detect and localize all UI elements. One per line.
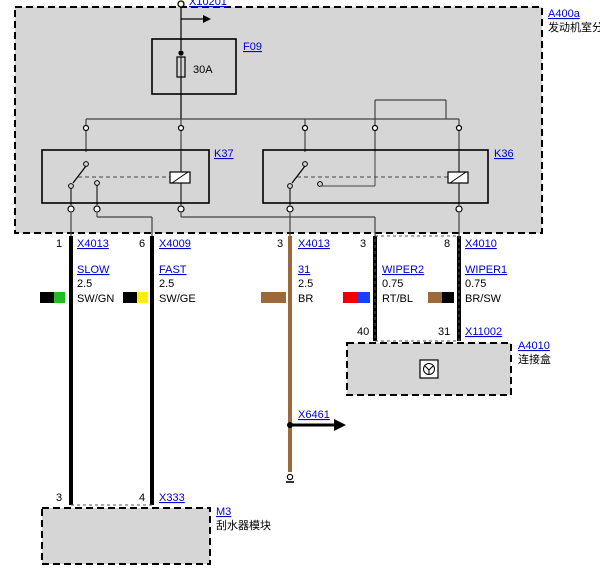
top-connector-pin bbox=[177, 0, 185, 8]
main-module-box bbox=[14, 6, 543, 234]
wire-wiper2-color-swatch bbox=[357, 292, 370, 303]
wire-slow-gauge: 2.5 bbox=[77, 278, 92, 290]
wire-wiper2-color-code: RT/BL bbox=[382, 293, 413, 305]
wire-ground-color-swatch bbox=[261, 292, 286, 303]
wire-wiper2-gauge: 0.75 bbox=[382, 278, 403, 290]
wire-ground-connector[interactable]: X4013 bbox=[298, 238, 330, 250]
wiper-module-code[interactable]: M3 bbox=[216, 506, 231, 518]
wire-fast-color-swatch bbox=[137, 292, 148, 303]
wire-ground-gauge: 2.5 bbox=[298, 278, 313, 290]
wire-fast-connector[interactable]: X4009 bbox=[159, 238, 191, 250]
relay-k36-box bbox=[262, 149, 489, 204]
wire-fast-signal[interactable]: FAST bbox=[159, 264, 187, 276]
wire-fast-color-code: SW/GE bbox=[159, 293, 196, 305]
ground-connector-label[interactable]: X6461 bbox=[298, 409, 330, 421]
connector-outline bbox=[374, 235, 460, 342]
fuse-rating: 30A bbox=[193, 64, 213, 76]
wire-wiper1-pin: 8 bbox=[444, 238, 450, 250]
ground-icon bbox=[286, 473, 294, 481]
relay-k37-box bbox=[41, 149, 210, 204]
fuse-box bbox=[151, 38, 237, 95]
wire-slow-color-swatch bbox=[54, 292, 65, 303]
wire-slow-pin: 1 bbox=[56, 238, 62, 250]
main-module-code[interactable]: A400a bbox=[548, 8, 581, 20]
wire-ground-signal[interactable]: 31 bbox=[298, 264, 310, 276]
wire-fast-pin: 6 bbox=[139, 238, 145, 250]
wire-wiper2-pin: 3 bbox=[360, 238, 366, 250]
relay-k37-label[interactable]: K37 bbox=[214, 148, 234, 160]
wiper-module-connector[interactable]: X333 bbox=[159, 492, 185, 504]
junction-connector[interactable]: X11002 bbox=[465, 326, 502, 338]
wiper-module-pin-right: 4 bbox=[139, 492, 145, 504]
wire-wiper1-color-swatch bbox=[442, 292, 454, 303]
wiper-module-pin-left: 3 bbox=[56, 492, 62, 504]
wiper-module-name: 刮水器模块 bbox=[216, 518, 271, 532]
relay-k36-label[interactable]: K36 bbox=[494, 148, 514, 160]
junction-box-icon bbox=[419, 359, 439, 379]
wire-slow-color-code: SW/GN bbox=[77, 293, 114, 305]
wire-slow-connector[interactable]: X4013 bbox=[77, 238, 109, 250]
arrow-right-icon bbox=[334, 419, 346, 431]
main-module-name: 发动机室分 bbox=[548, 20, 600, 34]
wire-wiper2-signal[interactable]: WIPER2 bbox=[382, 264, 424, 276]
fuse-code[interactable]: F09 bbox=[243, 41, 262, 53]
wire-wiper1-connector[interactable]: X4010 bbox=[465, 238, 497, 250]
wire-ground-pin: 3 bbox=[277, 238, 283, 250]
wire-ground-color-code: BR bbox=[298, 293, 313, 305]
junction-pin-right: 31 bbox=[438, 326, 450, 338]
wire-wiper1-color-code: BR/SW bbox=[465, 293, 502, 305]
top-connector-label[interactable]: X10201 bbox=[189, 0, 227, 8]
wire-wiper1-signal[interactable]: WIPER1 bbox=[465, 264, 507, 276]
wire-wiper1-gauge: 0.75 bbox=[465, 278, 486, 290]
junction-box-code[interactable]: A4010 bbox=[518, 340, 550, 352]
wiper-module-box bbox=[41, 507, 211, 565]
junction-pin-left: 40 bbox=[357, 326, 369, 338]
arrow-icon bbox=[203, 15, 211, 23]
wire-fast-gauge: 2.5 bbox=[159, 278, 174, 290]
junction-box-name: 连接盒 bbox=[518, 352, 551, 366]
wire-slow-signal[interactable]: SLOW bbox=[77, 264, 110, 276]
